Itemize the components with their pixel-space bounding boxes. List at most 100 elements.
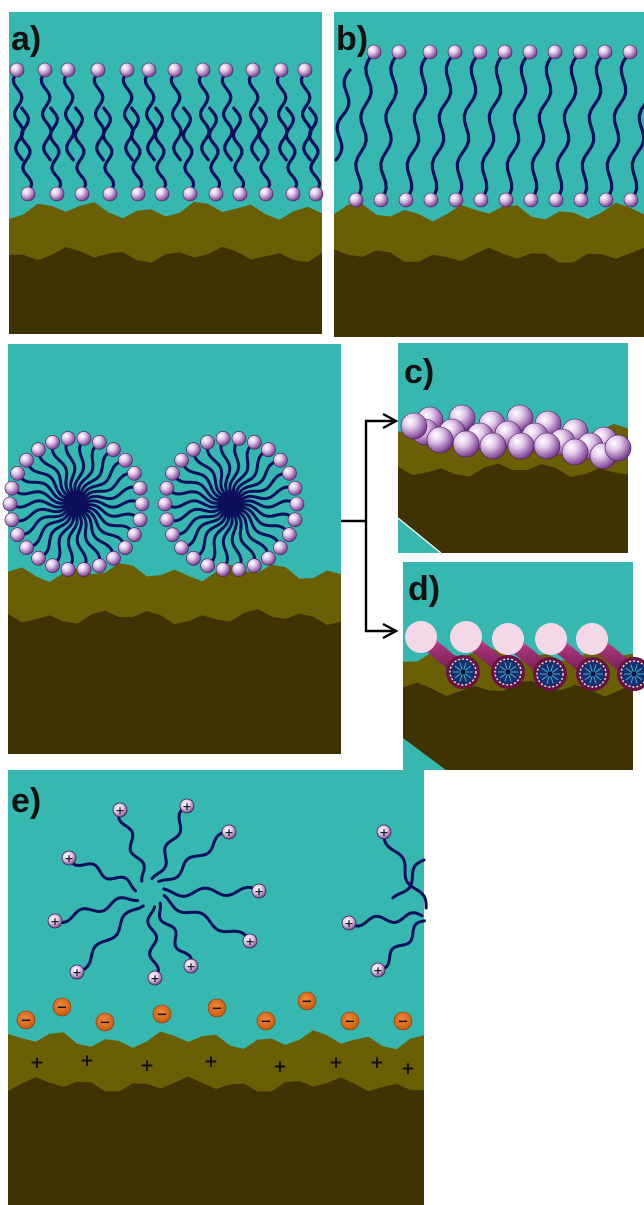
surfactant-head bbox=[473, 45, 487, 59]
surfactant-head bbox=[158, 497, 172, 511]
substrate bbox=[8, 1077, 424, 1205]
cylinder-back-cap bbox=[492, 623, 524, 655]
surfactant-head bbox=[75, 187, 89, 201]
surfactant-head bbox=[288, 481, 302, 495]
surfactant-head bbox=[201, 559, 215, 573]
surfactant-head bbox=[392, 45, 406, 59]
surfactant-head bbox=[423, 45, 437, 59]
surfactant-head bbox=[232, 431, 246, 445]
surfactant-head bbox=[498, 45, 512, 59]
head-charge-symbol: + bbox=[150, 972, 159, 985]
adsorbed-sphere bbox=[562, 439, 588, 465]
surfactant-head bbox=[282, 528, 296, 542]
head-charge-symbol: + bbox=[379, 826, 388, 839]
surfactant-head bbox=[216, 431, 230, 445]
surfactant-head bbox=[246, 63, 260, 77]
surfactant-head bbox=[298, 63, 312, 77]
surfactant-head bbox=[523, 45, 537, 59]
surfactant-head bbox=[598, 45, 612, 59]
surfactant-head bbox=[599, 193, 613, 207]
surfactant-head bbox=[120, 63, 134, 77]
surface-positive-charge: + bbox=[204, 1052, 218, 1072]
counterion-charge-symbol: − bbox=[157, 1008, 168, 1023]
panel-spherical-micelles-near-surface bbox=[3, 344, 341, 754]
surfactant-head bbox=[273, 453, 287, 467]
surfactant-head bbox=[549, 193, 563, 207]
adsorbed-sphere bbox=[605, 435, 631, 461]
surfactant-head bbox=[499, 193, 513, 207]
surfactant-head bbox=[77, 431, 91, 445]
surfactant-head bbox=[32, 551, 46, 565]
surfactant-head bbox=[166, 466, 180, 480]
counterion-charge-symbol: − bbox=[100, 1016, 111, 1031]
surfactant-head bbox=[131, 187, 145, 201]
surface-positive-charge: + bbox=[329, 1053, 343, 1073]
head-charge-symbol: + bbox=[373, 964, 382, 977]
surfactant-head bbox=[524, 193, 538, 207]
surfactant-head bbox=[92, 435, 106, 449]
panel-b-monolayer-tilted bbox=[334, 12, 644, 337]
surfactant-head bbox=[187, 551, 201, 565]
head-charge-symbol: + bbox=[182, 800, 191, 813]
surfactant-head bbox=[449, 193, 463, 207]
surfactant-head bbox=[20, 453, 34, 467]
surfactant-head bbox=[247, 435, 261, 449]
surfactant-head bbox=[623, 45, 637, 59]
head-charge-symbol: + bbox=[64, 852, 73, 865]
surface-positive-charge: + bbox=[30, 1053, 44, 1073]
substrate bbox=[398, 464, 628, 553]
surfactant-head bbox=[168, 63, 182, 77]
surfactant-head bbox=[274, 63, 288, 77]
panel-a-monolayer-vertical bbox=[9, 12, 323, 334]
surfactant-head bbox=[155, 187, 169, 201]
surfactant-head bbox=[133, 513, 147, 527]
surface-positive-charge: + bbox=[140, 1056, 154, 1076]
surfactant-head bbox=[118, 541, 132, 555]
surfactant-head bbox=[61, 563, 75, 577]
panel-d-label: d) bbox=[408, 570, 440, 608]
counterion-charge-symbol: − bbox=[302, 995, 313, 1010]
head-charge-symbol: + bbox=[50, 915, 59, 928]
surfactant-head bbox=[259, 187, 273, 201]
surfactant-head bbox=[247, 559, 261, 573]
branch-arrows bbox=[341, 414, 396, 638]
surfactant-head bbox=[142, 63, 156, 77]
surfactant-head bbox=[273, 541, 287, 555]
cross-section-core bbox=[632, 672, 637, 677]
counterion-charge-symbol: − bbox=[261, 1015, 272, 1030]
surfactant-head bbox=[349, 193, 363, 207]
surfactant-head bbox=[232, 563, 246, 577]
cross-section-core bbox=[591, 672, 596, 677]
surfactant-head bbox=[3, 497, 17, 511]
head-charge-symbol: + bbox=[245, 935, 254, 948]
surfactant-head bbox=[175, 541, 189, 555]
cross-section-core bbox=[506, 670, 511, 675]
surfactant-head bbox=[573, 45, 587, 59]
surfactant-head bbox=[175, 453, 189, 467]
surfactant-head bbox=[288, 513, 302, 527]
surfactant-head bbox=[61, 431, 75, 445]
surfactant-head bbox=[290, 497, 304, 511]
surfactant-head bbox=[286, 187, 300, 201]
arrow-to-d bbox=[366, 521, 393, 631]
adsorbed-sphere bbox=[453, 431, 479, 457]
surfactant-head bbox=[374, 193, 388, 207]
surfactant-head bbox=[11, 528, 25, 542]
surfactant-head bbox=[160, 481, 174, 495]
surfactant-head bbox=[574, 193, 588, 207]
head-charge-symbol: + bbox=[186, 960, 195, 973]
panel-c-label: c) bbox=[404, 353, 434, 391]
surfactant-head bbox=[187, 443, 201, 457]
counterion-charge-symbol: − bbox=[212, 1002, 223, 1017]
surfactant-head bbox=[21, 187, 35, 201]
surfactant-head bbox=[624, 193, 638, 207]
surfactant-head bbox=[209, 187, 223, 201]
surface-positive-charge: + bbox=[273, 1057, 287, 1077]
surfactant-head bbox=[5, 481, 19, 495]
surfactant-head bbox=[160, 513, 174, 527]
surfactant-head bbox=[282, 466, 296, 480]
surfactant-head bbox=[399, 193, 413, 207]
surfactant-head bbox=[474, 193, 488, 207]
adsorbed-sphere bbox=[401, 413, 427, 439]
